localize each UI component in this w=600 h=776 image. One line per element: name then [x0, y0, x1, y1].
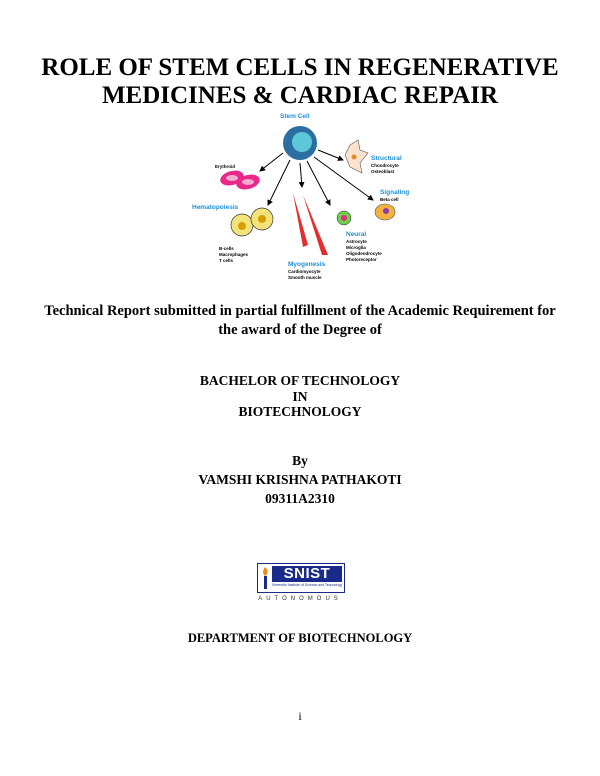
signaling-label: Signaling: [380, 189, 409, 196]
degree-line-2: IN: [292, 388, 308, 404]
title-line-1: ROLE OF STEM CELLS IN REGENERATIVE: [41, 54, 559, 81]
by-label: By: [292, 453, 308, 468]
neural-item: Oligodendrocyte: [346, 251, 382, 256]
author-block: By VAMSHI KRISHNA PATHAKOTI 09311A2310: [0, 451, 600, 508]
signaling-item: Beta cell: [380, 197, 399, 202]
author-name: VAMSHI KRISHNA PATHAKOTI: [198, 472, 402, 487]
logo-autonomous: AUTONOMOUS: [258, 596, 342, 602]
hematopoietic-cells-image: [230, 207, 274, 237]
degree-line-3: BIOTECHNOLOGY: [238, 404, 362, 419]
neural-item: Microglia: [346, 245, 366, 250]
differentiation-arrows: [259, 149, 374, 206]
signaling-cell-image: [374, 203, 396, 221]
erythroid-label: Erythroid: [215, 164, 235, 169]
neural-item: Astrocyte: [346, 239, 367, 244]
page-number: i: [298, 709, 302, 723]
stem-cell-differentiation-diagram: Stem Cell Hematopoiesis Myogenesis Neura…: [192, 113, 409, 280]
myogenesis-label: Myogenesis: [288, 261, 326, 268]
erythroid-cells-image: [220, 170, 260, 190]
department: DEPARTMENT OF BIOTECHNOLOGY: [187, 631, 413, 645]
description-line-1: Technical Report submitted in partial fu…: [44, 303, 556, 319]
structural-item: Chondrocyte: [371, 163, 399, 168]
stem-cell-image: [283, 126, 317, 160]
muscle-cells-image: [293, 193, 328, 255]
neural-item: Photoreceptor: [346, 257, 377, 262]
logo-text: SNIST: [272, 566, 342, 582]
description-line-2: the award of the Degree of: [218, 322, 382, 338]
neural-cell-image: [336, 210, 352, 226]
snist-logo: SNIST Sreenidhi Institute of Science and…: [257, 563, 345, 607]
hema-item: B-cells: [219, 246, 234, 251]
neural-label: Neural: [346, 231, 366, 238]
page-title: ROLE OF STEM CELLS IN REGENERATIVE MEDIC…: [0, 54, 600, 110]
hema-item: Macrophages: [219, 252, 249, 257]
structural-label: Structural: [371, 155, 402, 162]
degree-line-1: BACHELOR OF TECHNOLOGY: [199, 373, 401, 388]
roll-number: 09311A2310: [265, 491, 335, 506]
myo-item: Cardiomyocyte: [288, 269, 321, 274]
hematopoiesis-label: Hematopoiesis: [192, 204, 239, 211]
structural-item: Osteoblast: [371, 169, 395, 174]
structural-cell-image: [344, 139, 369, 174]
degree: BACHELOR OF TECHNOLOGY IN BIOTECHNOLOGY: [0, 373, 600, 420]
hema-item: T cells: [219, 258, 234, 263]
stem-cell-label: Stem Cell: [280, 113, 310, 120]
title-line-2: MEDICINES & CARDIAC REPAIR: [101, 82, 499, 109]
myo-item: Smooth muscle: [288, 275, 322, 280]
torch-icon: [263, 567, 268, 589]
logo-tagline: Sreenidhi Institute of Science and Techn…: [272, 583, 342, 587]
report-description: Technical Report submitted in partial fu…: [30, 302, 570, 340]
